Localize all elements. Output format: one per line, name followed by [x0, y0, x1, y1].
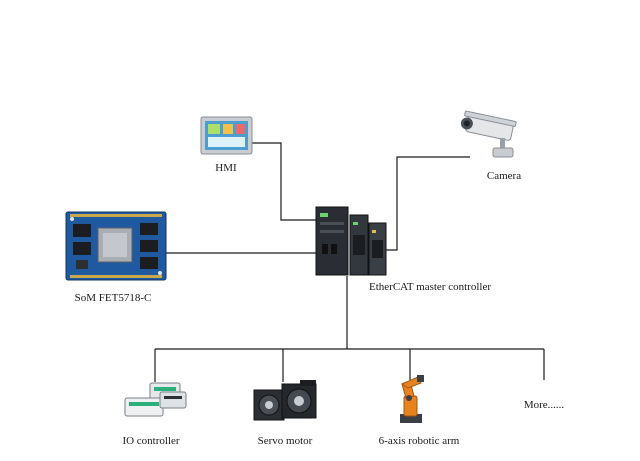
- camera-device: [460, 110, 517, 158]
- label-io: IO controller: [122, 435, 179, 447]
- som-board: [65, 211, 167, 281]
- label-hmi: HMI: [215, 162, 237, 174]
- label-robot: 6-axis robotic arm: [379, 435, 460, 447]
- link-hmi-master: [252, 142, 318, 221]
- link-camera-master: [386, 156, 470, 251]
- io-controller-device: [124, 382, 187, 417]
- connection-lines: [154, 142, 545, 382]
- label-som: SoM FET5718-C: [75, 292, 152, 304]
- label-more: More......: [524, 399, 565, 411]
- hmi-device: [200, 116, 253, 155]
- label-camera: Camera: [487, 170, 521, 182]
- servo-motor-device: [253, 380, 317, 421]
- label-servo: Servo motor: [258, 435, 313, 447]
- robotic-arm-device: [400, 375, 424, 423]
- ethercat-master-device: [315, 206, 387, 276]
- label-master: EtherCAT master controller: [369, 281, 491, 293]
